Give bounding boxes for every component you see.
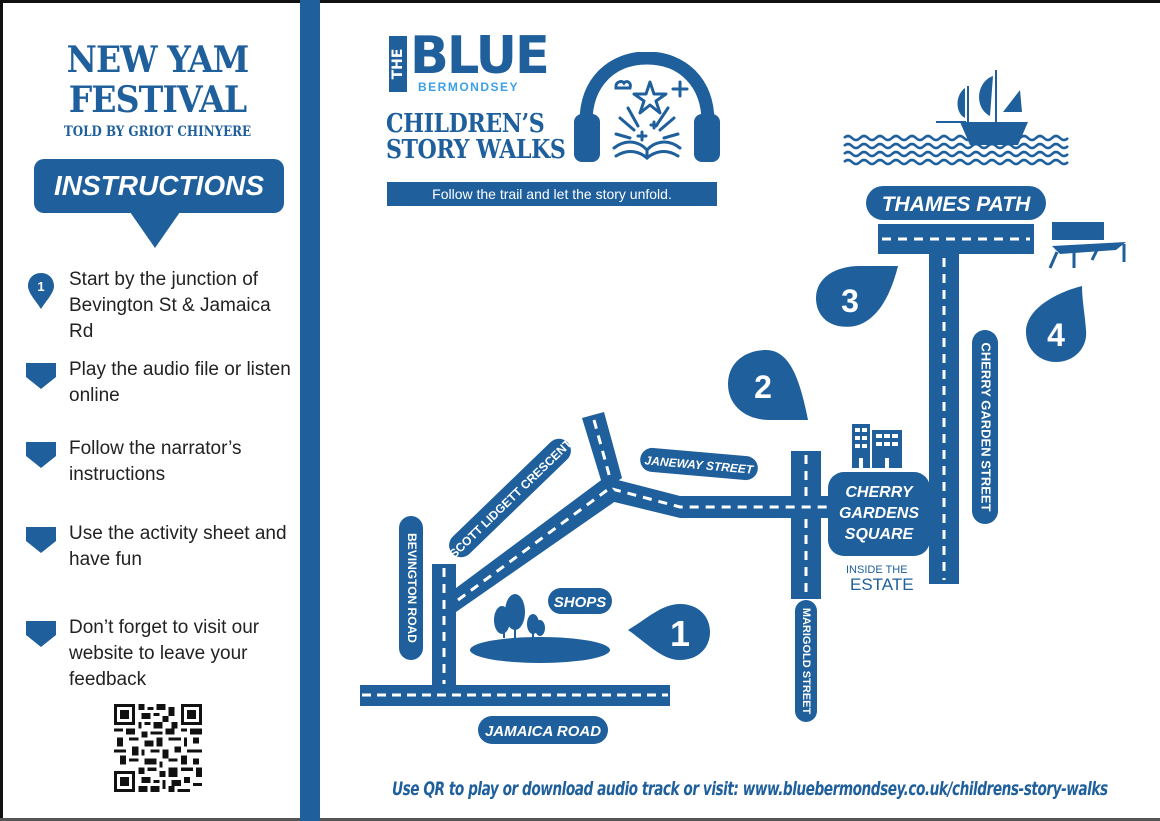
logo-the-vertical: THE: [389, 36, 407, 92]
thames-path-label: [866, 186, 1046, 220]
trees-icon: [470, 594, 610, 663]
estate-note-line1: INSIDE THE: [846, 564, 908, 576]
shield-marker-icon: [26, 363, 56, 389]
story-subtitle: TOLD BY GRIOT CHINYERE: [63, 124, 252, 140]
frame-top-border: [0, 0, 1160, 3]
ship-icon: [936, 70, 1028, 145]
instruction-text: Use the activity sheet and have fun: [69, 523, 287, 570]
map-pin-1-icon: 1: [28, 273, 54, 309]
square-line2: GARDENS: [838, 505, 919, 522]
shield-marker-icon: [26, 621, 56, 647]
janeway-street-road: [606, 478, 830, 518]
svg-text:CHERRY GARDEN STREET: CHERRY GARDEN STREET: [979, 342, 994, 511]
tagline-banner: Follow the trail and let the story unfol…: [387, 182, 717, 206]
svg-text:BEVINGTON ROAD: BEVINGTON ROAD: [405, 533, 419, 643]
shield-marker-icon: [26, 442, 56, 468]
svg-text:1: 1: [670, 613, 690, 654]
frame-left-border: [0, 0, 3, 821]
svg-text:3: 3: [841, 283, 859, 319]
instruction-text: Follow the narrator’s instructions: [69, 438, 242, 485]
instructions-heading: INSTRUCTIONS: [54, 170, 264, 201]
instruction-text: Don’t forget to visit our website to lea…: [69, 617, 260, 690]
cherry-garden-street-road: [929, 254, 959, 584]
instructions-banner: INSTRUCTIONS: [34, 159, 284, 213]
trail-marker-2[interactable]: 2: [728, 350, 808, 420]
square-line3: SQUARE: [844, 526, 914, 543]
cherry-garden-street-label: [972, 330, 998, 524]
thames-path-road: [878, 224, 1034, 254]
scott-lidgett-crescent-label: SCOTT LIDGETT CRESCENT: [447, 436, 576, 561]
svg-text:4: 4: [1047, 317, 1065, 353]
qr-code-icon[interactable]: [114, 704, 202, 792]
logo-blue-wordmark: BLUE: [410, 26, 550, 86]
buildings-icon: [852, 424, 902, 468]
trail-marker-3[interactable]: 3: [816, 266, 898, 327]
jamaica-road-road: [360, 685, 670, 706]
instructions-banner-pointer: [130, 212, 180, 248]
bevington-road-label: [399, 516, 423, 660]
estate-note-line2: ESTATE: [850, 575, 914, 594]
series-title-line2: STORY WALKS: [386, 135, 566, 165]
instruction-text: Start by the junction of Bevington St & …: [69, 269, 271, 342]
instruction-text: Play the audio file or listen online: [69, 359, 291, 406]
svg-text:1: 1: [37, 279, 44, 294]
frame-bottom-border: [0, 818, 1160, 821]
marigold-street-road: [791, 451, 821, 599]
footer-website-link[interactable]: Use QR to play or download audio track o…: [392, 778, 1108, 800]
scott-lidgett-north-road: [582, 412, 622, 490]
story-title-line1: NEW YAM: [66, 39, 250, 81]
svg-text:MARIGOLD STREET: MARIGOLD STREET: [800, 608, 812, 715]
panel-divider: [300, 0, 320, 821]
trail-marker-1[interactable]: 1: [628, 604, 710, 660]
janeway-street-label: JANEWAY STREET: [640, 447, 758, 481]
svg-text:THAMES PATH: THAMES PATH: [882, 193, 1031, 216]
series-title-line1: CHILDREN’S: [386, 109, 545, 139]
logo-bermondsey: BERMONDSEY: [418, 80, 520, 94]
shield-marker-icon: [26, 527, 56, 553]
svg-text:SHOPS: SHOPS: [554, 594, 607, 611]
scott-lidgett-crescent-road: [456, 478, 620, 612]
square-line1: CHERRY: [845, 484, 913, 501]
marigold-street-label: [795, 600, 817, 722]
waves-icon: [843, 134, 1069, 166]
shops-label: [548, 588, 612, 614]
svg-text:THE: THE: [390, 49, 406, 80]
svg-text:JAMAICA ROAD: JAMAICA ROAD: [485, 723, 601, 740]
story-title-line2: FESTIVAL: [68, 79, 247, 121]
bevington-road-road: [432, 564, 456, 686]
bench-icon: [1048, 222, 1126, 269]
jamaica-road-label: [478, 716, 608, 744]
headphones-book-icon: [574, 52, 720, 162]
svg-text:2: 2: [754, 369, 772, 405]
cherry-gardens-square-label: CHERRY GARDENS SQUARE: [828, 472, 930, 556]
trail-marker-4[interactable]: 4: [1026, 286, 1087, 362]
